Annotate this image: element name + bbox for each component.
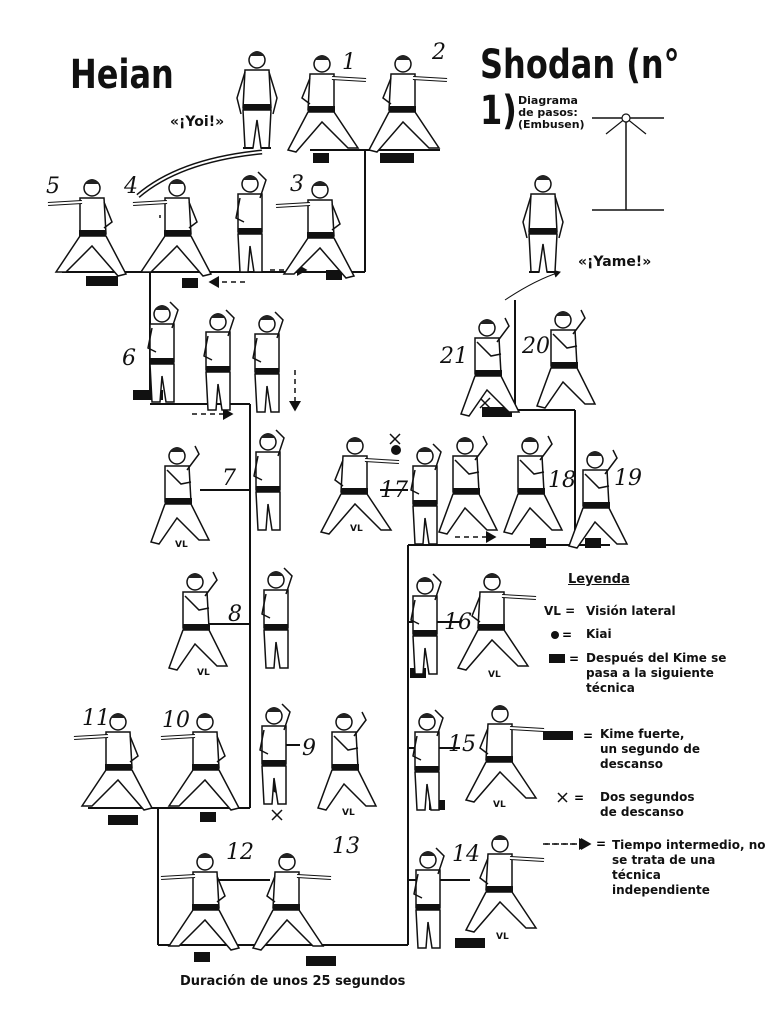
figure-10 bbox=[161, 713, 239, 810]
step-number-10: 10 bbox=[162, 708, 190, 733]
vl-label-17: VL bbox=[350, 524, 363, 534]
figure-15b bbox=[464, 703, 546, 804]
step-number-13: 13 bbox=[332, 834, 360, 859]
legend-symbols: = = = = = bbox=[543, 628, 606, 851]
legend-text-dos-segundos: Dos segundos de descanso bbox=[600, 790, 695, 819]
legend-title: Leyenda bbox=[568, 572, 630, 587]
figure-5 bbox=[48, 179, 126, 276]
embusen-label: Diagrama de pasos: (Embusen) bbox=[518, 94, 585, 131]
step-number-18: 18 bbox=[548, 468, 576, 493]
figure-8b bbox=[261, 567, 293, 669]
figure-17b bbox=[410, 443, 442, 545]
embusen-reference bbox=[592, 113, 664, 211]
figure-yame bbox=[522, 174, 564, 273]
figure-19 bbox=[568, 449, 628, 549]
legend-text-kiai: Kiai bbox=[586, 627, 612, 641]
command-yame: «¡Yame!» bbox=[578, 254, 652, 270]
legend-text-kime-fuerte: Kime fuerte, un segundo de descanso bbox=[600, 727, 700, 771]
figure-6b bbox=[203, 309, 235, 411]
figure-17c bbox=[438, 435, 498, 535]
step-number-6: 6 bbox=[122, 346, 136, 371]
figure-7 bbox=[150, 445, 210, 545]
figure-9 bbox=[259, 703, 291, 805]
figure-20 bbox=[536, 309, 596, 409]
step-number-21: 21 bbox=[440, 344, 468, 369]
title-shodan: Shodan (n° 1) bbox=[480, 42, 680, 134]
figure-2 bbox=[367, 53, 449, 154]
figure-3-transition bbox=[235, 171, 267, 273]
figure-6 bbox=[147, 301, 179, 403]
figure-11 bbox=[74, 713, 152, 810]
figure-3 bbox=[276, 181, 354, 278]
step-number-2: 2 bbox=[432, 40, 446, 65]
vl-label-14: VL bbox=[496, 932, 509, 942]
legend-text-tiempo-intermedio: Tiempo intermedio, no se trata de una té… bbox=[612, 838, 766, 897]
figure-yoi bbox=[236, 50, 278, 149]
figure-12 bbox=[161, 853, 239, 950]
figure-18 bbox=[503, 435, 563, 535]
legend-text-vl: Visión lateral bbox=[586, 604, 676, 618]
svg-text:=: = bbox=[569, 652, 579, 666]
figure-14b bbox=[464, 833, 546, 934]
title-heian: Heian bbox=[70, 52, 174, 98]
step-number-9: 9 bbox=[302, 736, 316, 761]
vl-label-15: VL bbox=[493, 800, 506, 810]
svg-text:=: = bbox=[562, 628, 572, 642]
step-number-1: 1 bbox=[342, 50, 356, 75]
legend-symbol-vl: VL = bbox=[544, 604, 576, 618]
vl-label-7: VL bbox=[175, 540, 188, 550]
step-number-8: 8 bbox=[228, 602, 242, 627]
figure-16 bbox=[410, 573, 442, 675]
figure-21 bbox=[460, 317, 520, 417]
legend-text-kime: Después del Kime se pasa a la siguiente … bbox=[586, 651, 727, 695]
vl-label-8: VL bbox=[197, 668, 210, 678]
step-number-19: 19 bbox=[614, 466, 642, 491]
figure-15 bbox=[412, 709, 444, 811]
svg-text:=: = bbox=[596, 837, 606, 851]
step-number-11: 11 bbox=[82, 706, 110, 731]
figure-14 bbox=[413, 847, 445, 949]
figure-17 bbox=[319, 435, 401, 536]
duration-footer: Duración de unos 25 segundos bbox=[180, 974, 406, 989]
figure-7b bbox=[253, 429, 285, 531]
figure-6c bbox=[252, 311, 284, 413]
kiai-marker-17 bbox=[391, 445, 401, 455]
rest-markers bbox=[271, 397, 491, 821]
svg-text:=: = bbox=[574, 791, 584, 805]
figure-1 bbox=[286, 53, 368, 154]
step-number-12: 12 bbox=[226, 840, 254, 865]
turn-arc-yame bbox=[504, 270, 561, 301]
vl-label-16: VL bbox=[488, 670, 501, 680]
step-number-5: 5 bbox=[46, 174, 60, 199]
step-number-7: 7 bbox=[222, 466, 236, 491]
step-number-4: 4 bbox=[124, 174, 138, 199]
step-number-14: 14 bbox=[452, 842, 480, 867]
command-yoi: «¡Yoi!» bbox=[170, 114, 225, 130]
figure-16b bbox=[456, 571, 538, 672]
step-number-3: 3 bbox=[290, 172, 304, 197]
figure-8 bbox=[168, 571, 228, 671]
vl-label-9: VL bbox=[342, 808, 355, 818]
step-number-20: 20 bbox=[522, 334, 550, 359]
figure-9b bbox=[317, 711, 377, 811]
svg-text:=: = bbox=[583, 729, 593, 743]
figure-13 bbox=[251, 851, 333, 952]
step-number-15: 15 bbox=[448, 732, 476, 757]
